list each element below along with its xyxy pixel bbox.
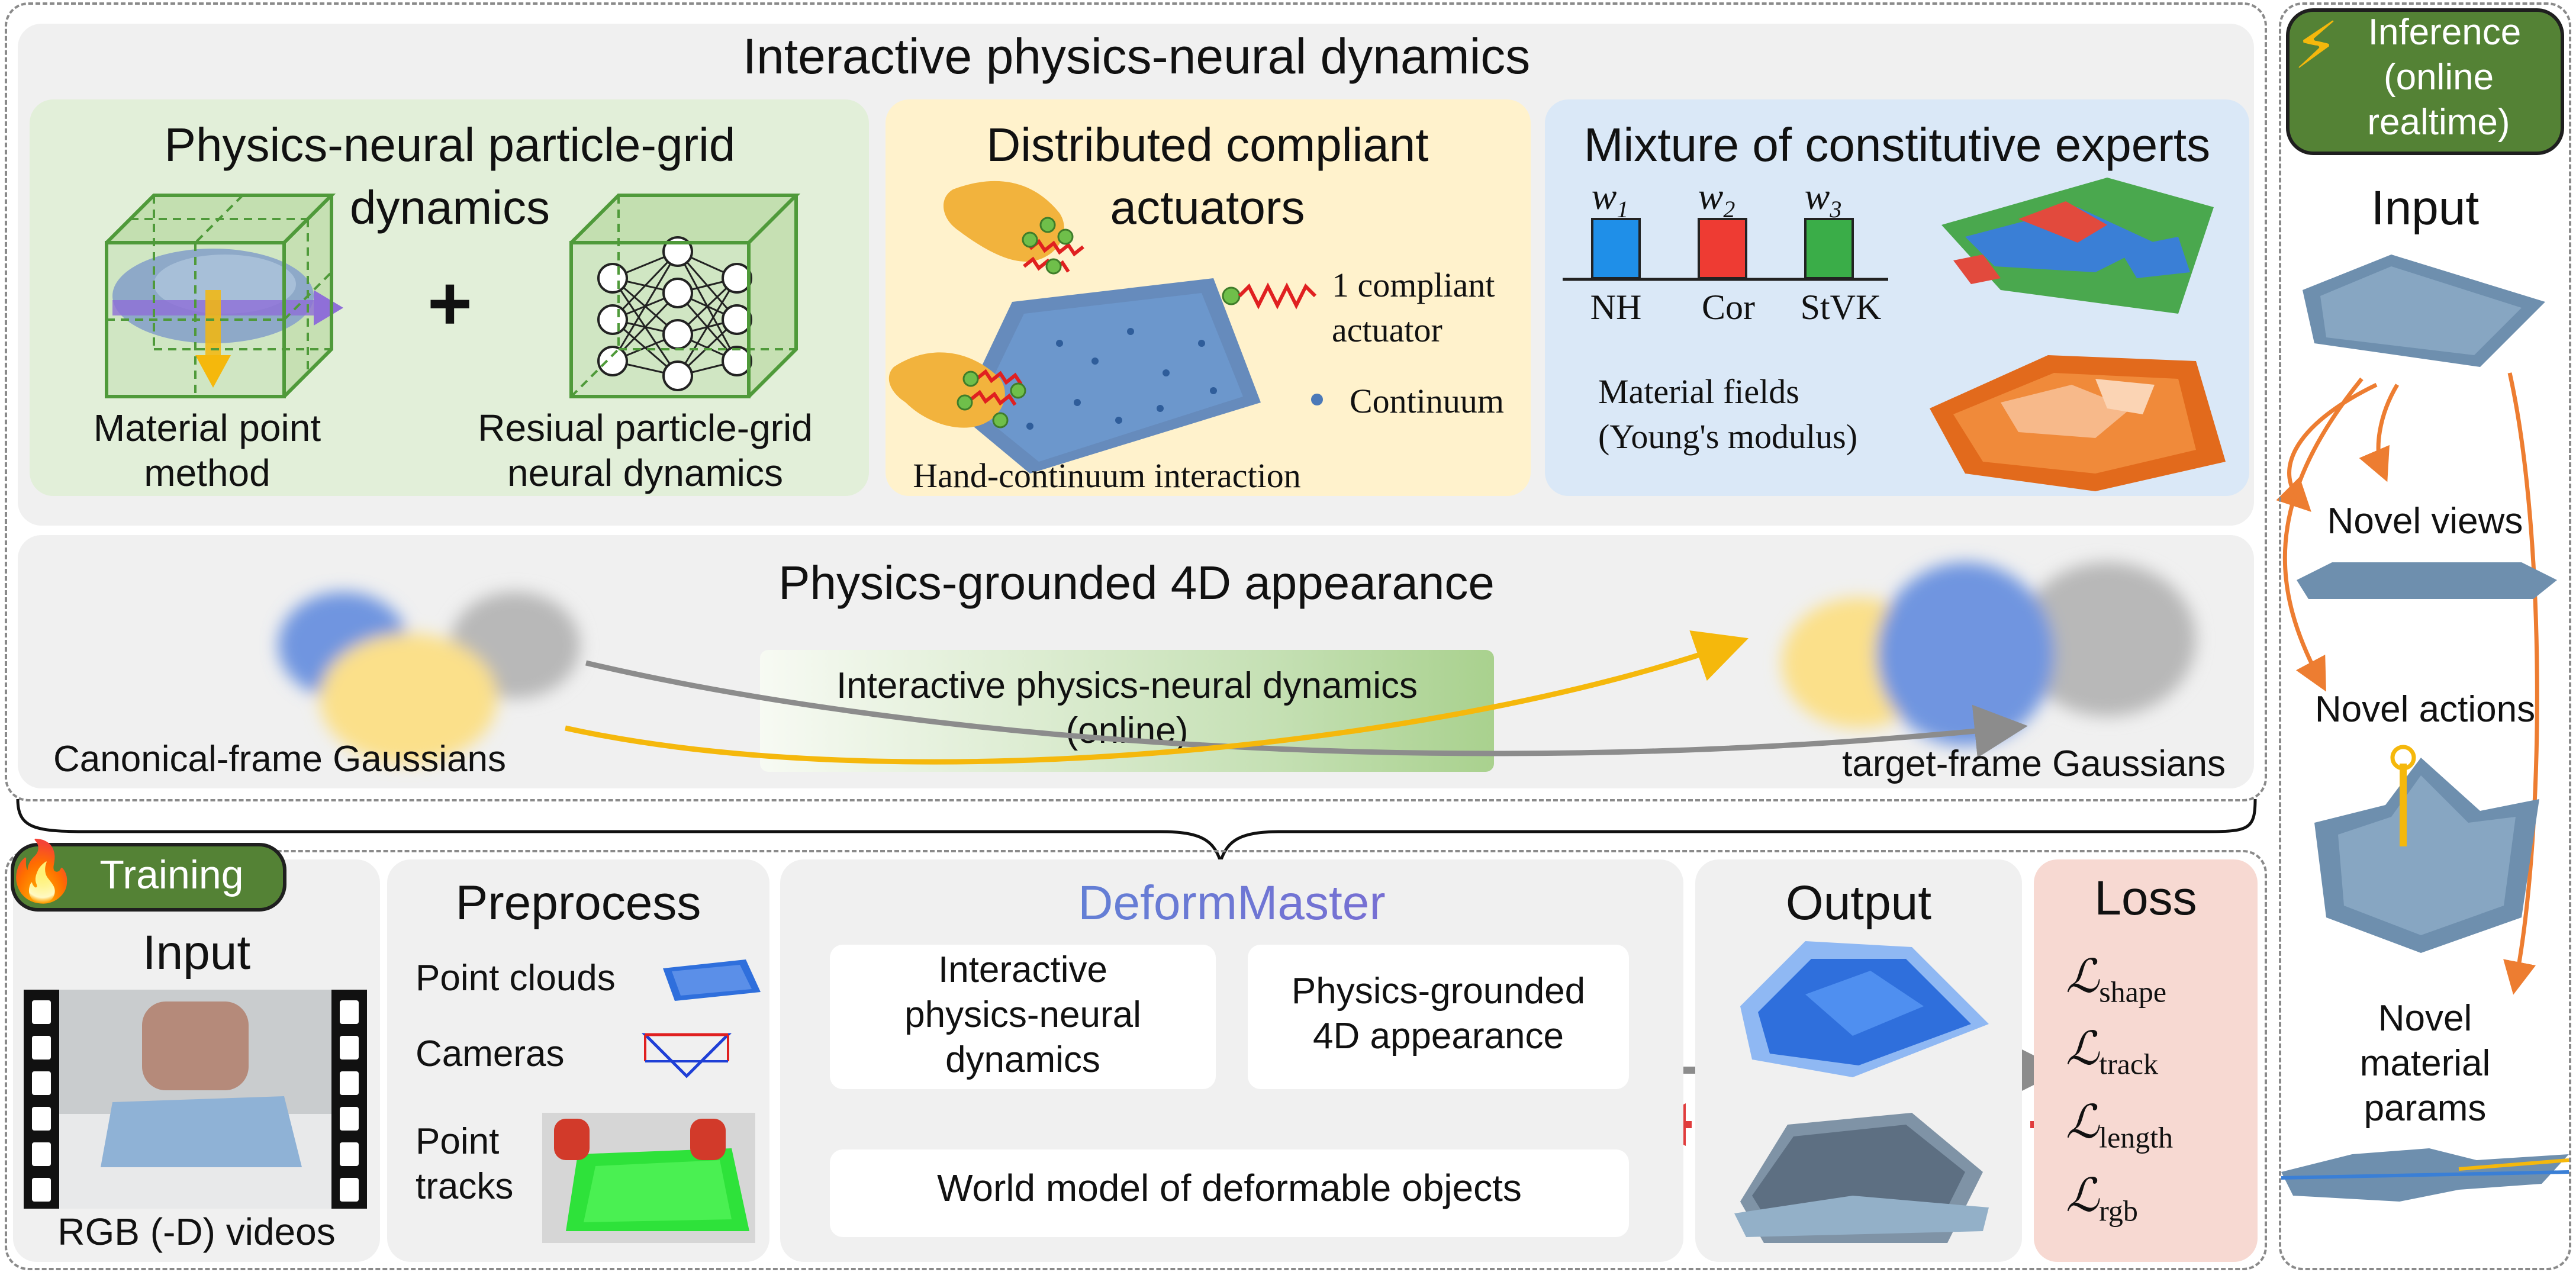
material-fields-line1: Material fields (1598, 372, 1799, 411)
output-title: Output (1785, 876, 1932, 930)
camera-frustum-icon (641, 1033, 732, 1078)
mpm-caption-line2: method (144, 452, 271, 494)
expert-assignment-cloth (1941, 178, 2214, 314)
top-region (5, 2, 2267, 801)
loss-title: Loss (2094, 871, 2197, 925)
novel-actions-cloth (2314, 745, 2539, 953)
training-input-title: Input (142, 926, 251, 980)
point-cloud-icon (663, 959, 761, 1001)
novel-views-label: Novel views (2327, 501, 2523, 542)
canonical-caption: Canonical-frame Gaussians (53, 739, 507, 780)
dca-title-line1: Distributed compliant (986, 118, 1429, 171)
point-clouds-label: Point clouds (416, 958, 616, 999)
expert-weight-bars (1563, 218, 1888, 281)
inference-region (2279, 2, 2571, 1270)
output-point-cloud (1740, 941, 1989, 1077)
inference-badge (2286, 8, 2564, 155)
online-dynamics-line1: Interactive physics-neural dynamics (836, 665, 1418, 706)
appearance-title: Physics-grounded 4D appearance (778, 556, 1495, 609)
dm-appearance-line2: 4D appearance (1313, 1016, 1564, 1057)
actuator-legend-line2: actuator (1332, 311, 1442, 349)
actuator-legend-line1: 1 compliant (1332, 266, 1495, 304)
pngd-title-line2: dynamics (350, 181, 550, 234)
canonical-gaussians-icon (278, 592, 580, 764)
material-fields-line2: (Young's modulus) (1598, 417, 1858, 456)
novel-material-line1: Novel (2378, 998, 2472, 1039)
world-model-box (830, 1149, 1629, 1237)
dm-dynamics-line2: physics-neural (904, 994, 1141, 1035)
loss-rgb: ℒrgb (2066, 1170, 2138, 1228)
training-badge (11, 843, 286, 912)
dm-dynamics-line3: dynamics (945, 1039, 1100, 1080)
inference-badge-line2: (online (2383, 57, 2494, 98)
target-caption: target-frame Gaussians (1842, 743, 2226, 784)
training-region (5, 850, 2267, 1270)
dca-title-line2: actuators (1110, 181, 1305, 234)
expert-cor: Cor (1702, 288, 1755, 327)
world-model-label: World model of deformable objects (937, 1167, 1522, 1209)
residual-caption-line1: Resiual particle-grid (478, 407, 813, 449)
dynamics-title: Interactive physics-neural dynamics (742, 28, 1531, 84)
loss-shape: ℒshape (2066, 951, 2167, 1009)
dca-caption: Hand-continuum interaction (913, 456, 1301, 495)
novel-actions-label: Novel actions (2314, 689, 2536, 730)
expert-stvk: StVK (1800, 288, 1882, 327)
novel-material-line3: params (2364, 1088, 2487, 1129)
continuum-dot-icon (1311, 394, 1323, 405)
weight-w1: w1 (1591, 175, 1629, 223)
dm-appearance-box (1248, 945, 1629, 1089)
hand-continuum-illustration (888, 181, 1261, 474)
inference-input-title: Input (2371, 181, 2480, 235)
point-tracks-line1: Point (416, 1121, 500, 1162)
dm-dynamics-line1: Interactive (938, 949, 1108, 990)
rgb-video-caption: RGB (-D) videos (57, 1210, 336, 1253)
compliant-actuator-legend-icon (1222, 282, 1317, 310)
weight-w2: w2 (1698, 175, 1735, 223)
expert-nh: NH (1590, 288, 1642, 327)
deformmaster-title: DeformMaster (780, 876, 1683, 930)
point-tracks-icon (542, 1113, 755, 1243)
output-rendered-cloth (1734, 1113, 1989, 1243)
plus-sign: + (427, 260, 472, 346)
inference-badge-line1: Inference (2368, 12, 2522, 53)
fire-icon: 🔥 (5, 838, 79, 904)
dm-dynamics-box (830, 945, 1216, 1089)
preprocess-title: Preprocess (455, 876, 701, 930)
residual-caption-line2: neural dynamics (507, 452, 783, 494)
target-gaussians-icon (1782, 562, 2196, 746)
inference-badge-line3: realtime) (2367, 102, 2510, 143)
cameras-label: Cameras (416, 1033, 565, 1074)
loss-panel (2034, 859, 2258, 1262)
inference-input-cloth (2303, 255, 2545, 367)
pngd-title-line1: Physics-neural particle-grid (164, 118, 736, 171)
loss-length: ℒlength (2066, 1096, 2174, 1154)
weight-w3: w3 (1804, 175, 1842, 223)
rgb-video-icon (24, 990, 367, 1209)
mpm-caption-line1: Material point (93, 407, 321, 449)
novel-views-cloth (2297, 562, 2557, 599)
mpm-cube-icon (105, 194, 343, 398)
neural-net-cube-icon (569, 194, 801, 398)
moe-title: Mixture of constitutive experts (1583, 118, 2211, 171)
lightning-icon: ⚡ (2293, 9, 2339, 82)
continuum-legend: Continuum (1350, 382, 1505, 420)
loss-track: ℒtrack (2066, 1023, 2159, 1081)
dm-appearance-line1: Physics-grounded (1291, 971, 1586, 1012)
novel-material-line2: material (2359, 1043, 2491, 1084)
point-tracks-line2: tracks (416, 1166, 514, 1207)
novel-material-cloth (2281, 1148, 2569, 1202)
youngs-modulus-cloth (1930, 355, 2226, 491)
training-badge-label: Training (99, 852, 244, 897)
